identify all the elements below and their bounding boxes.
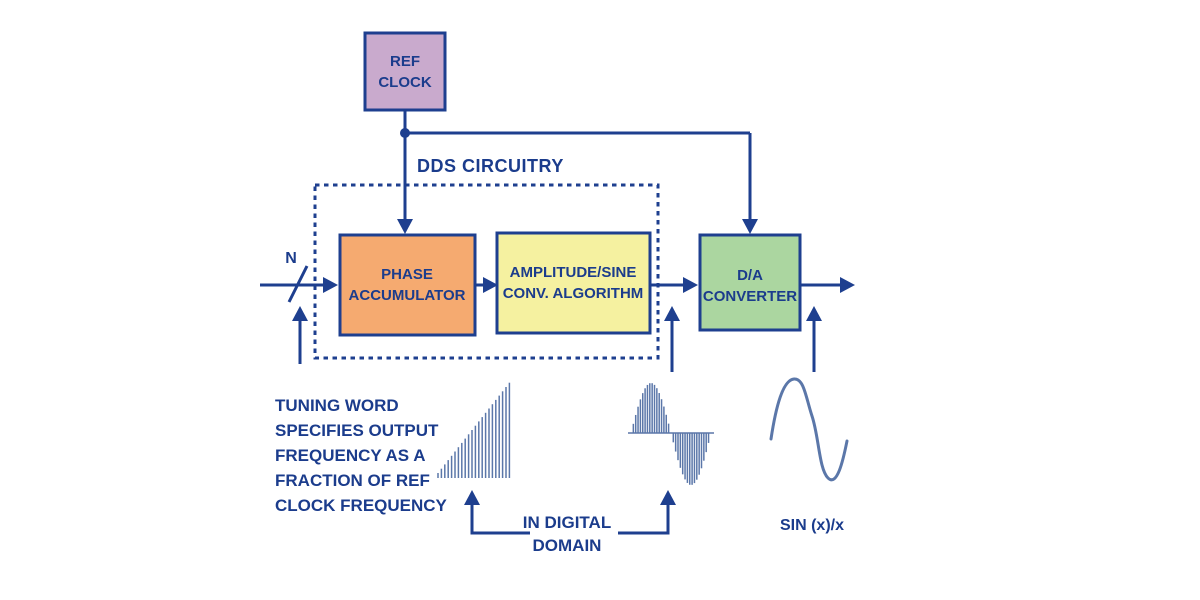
ref-clock-box [363,31,447,112]
digital-domain-note-line1: IN DIGITAL [523,513,611,532]
digitized-sine-bars [632,383,712,485]
digital-domain-note: IN DIGITAL DOMAIN [523,513,611,555]
arrowhead-right-output [840,277,855,293]
phase-accumulator-label-line2: ACCUMULATOR [349,287,466,304]
arrowhead-up-analog-sine [806,306,822,321]
phase-accumulator-label-line1: PHASE [381,266,433,283]
ref-clock-block: REF CLOCK [363,31,447,112]
arrowhead-right-amplitude [483,277,498,293]
ref-clock-label-line1: REF [390,53,420,70]
bracket-left [470,500,530,535]
arrowhead-down-phaseacc [397,219,413,234]
da-converter-label-line1: D/A [737,267,763,284]
sinc-label: SIN (x)/x [780,517,844,534]
dds-circuitry-label: DDS CIRCUITRY [417,156,564,176]
analog-sine-waveform-icon [769,377,849,482]
arrowhead-right-dac [683,277,698,293]
arrowhead-up-tuning-word [292,306,308,321]
tuning-word-note: TUNING WORD SPECIFIES OUTPUT FREQUENCY A… [275,396,448,515]
da-converter-block: D/A CONVERTER [698,233,802,332]
ref-clock-connectors [397,110,758,234]
arrowhead-down-dac [742,219,758,234]
bus-slash [287,265,309,303]
amplitude-sine-label-line1: AMPLITUDE/SINE [510,264,637,281]
bus-width-label: N [285,250,297,267]
phase-accumulator-block: PHASE ACCUMULATOR [338,233,477,337]
waveform-pointers [664,306,822,372]
tuning-word-note-line2: SPECIFIES OUTPUT [275,421,439,440]
tuning-word-note-line1: TUNING WORD [275,396,399,415]
tuning-word-note-line5: CLOCK FREQUENCY [275,496,448,515]
tuning-word-note-line3: FREQUENCY AS A [275,446,426,465]
tuning-word-input: N [260,250,338,364]
arrowhead-right-input [323,277,338,293]
phase-ramp-waveform-icon [437,382,511,478]
arrowhead-up-bracket-left [464,490,480,505]
arrowhead-up-bracket-right [660,490,676,505]
bracket-right [618,500,670,535]
phase-accumulator-box [338,233,477,337]
amplitude-sine-box [495,231,652,335]
arrowhead-up-digitized-sine [664,306,680,321]
signal-arrows [475,277,855,293]
amplitude-sine-block: AMPLITUDE/SINE CONV. ALGORITHM [495,231,652,335]
digital-domain-bracket [464,490,676,535]
digital-domain-note-line2: DOMAIN [533,536,602,555]
ref-clock-label-line2: CLOCK [378,74,431,91]
digitized-sine-waveform-icon [628,383,714,485]
da-converter-box [698,233,802,332]
amplitude-sine-label-line2: CONV. ALGORITHM [503,285,644,302]
tuning-word-note-line4: FRACTION OF REF [275,471,430,490]
da-converter-label-line2: CONVERTER [703,288,797,305]
dds-circuitry-dashed-box [313,183,660,360]
